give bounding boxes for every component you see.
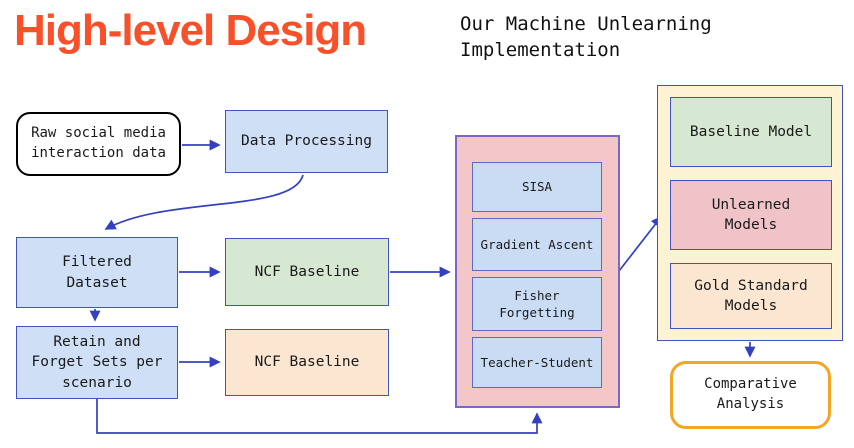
node-data-processing: Data Processing <box>225 110 388 173</box>
arrow-processing-to-filtered <box>104 174 304 230</box>
node-method-gradient-ascent: Gradient Ascent <box>472 218 602 271</box>
node-ncf-baseline-full: NCF Baseline <box>225 238 389 306</box>
node-retain-forget-sets: Retain and Forget Sets per scenario <box>16 326 178 399</box>
node-gold-standard-models: Gold Standard Models <box>670 263 832 329</box>
node-comparative-analysis: Comparative Analysis <box>670 361 831 429</box>
node-unlearned-models: Unlearned Models <box>670 180 832 250</box>
arrow-methods-to-unlearned <box>618 215 663 272</box>
page-subtitle: Our Machine Unlearning Implementation <box>460 13 712 61</box>
node-method-sisa: SISA <box>472 162 602 212</box>
node-baseline-model: Baseline Model <box>670 97 832 167</box>
node-method-teacher-student: Teacher-Student <box>472 337 602 388</box>
node-method-fisher-forgetting: Fisher Forgetting <box>472 277 602 331</box>
node-raw-data: Raw social media interaction data <box>16 112 181 176</box>
node-filtered-dataset: Filtered Dataset <box>16 237 178 308</box>
page-title: High-level Design <box>14 6 367 55</box>
node-ncf-baseline-retrain: NCF Baseline <box>225 329 389 396</box>
